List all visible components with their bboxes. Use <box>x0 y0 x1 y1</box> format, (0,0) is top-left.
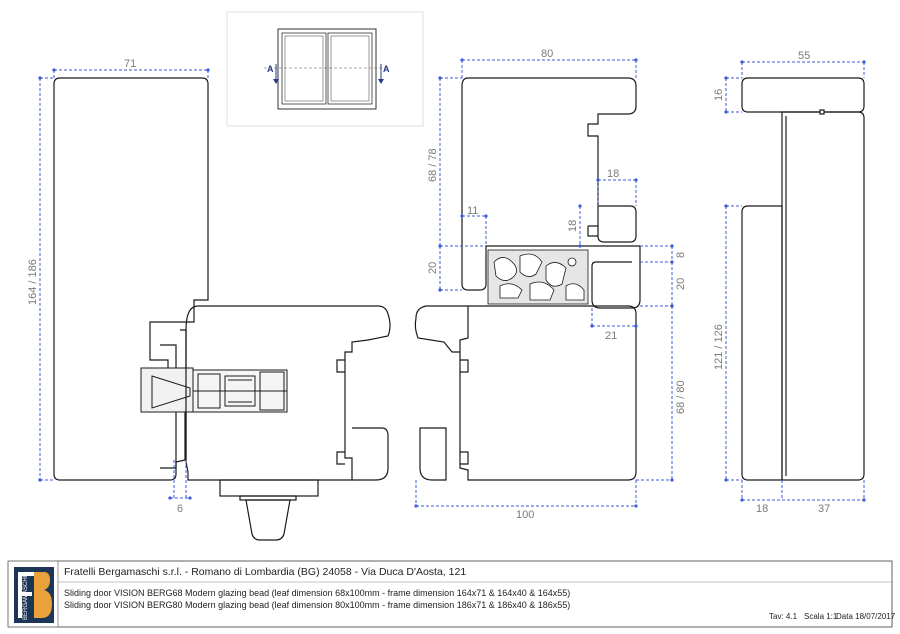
fb-monogram-logo-icon: BERGAMASCHI <box>14 567 54 623</box>
dim-gap: 6 <box>177 503 183 515</box>
dimension-labels: 71 164 / 186 6 100 80 68 / 78 11 18 18 2… <box>27 48 830 521</box>
dim-inner-20-right: 20 <box>675 278 687 290</box>
description-line-2: Sliding door VISION BERG80 Modern glazin… <box>64 600 571 610</box>
section-mark-right: A <box>383 64 390 74</box>
leaf-profile-center <box>185 305 391 541</box>
sheet-number: Tav: 4.1 <box>769 612 798 621</box>
dim-total-width: 100 <box>516 509 534 521</box>
dim-side-width: 55 <box>798 50 810 62</box>
elevation-inset: A A <box>226 11 424 127</box>
date-label: Data 18/07/2017 <box>836 612 896 621</box>
dim-side-16: 16 <box>713 89 725 101</box>
dim-inner-11: 11 <box>467 205 478 217</box>
dim-frame-width: 80 <box>541 48 553 60</box>
dim-inner-18-vert: 18 <box>567 220 579 232</box>
dim-inner-21: 21 <box>605 330 617 342</box>
dim-leaf-width: 71 <box>124 58 136 70</box>
leaf-section-left <box>53 77 209 481</box>
dim-side-18: 18 <box>756 503 768 515</box>
dim-leaf-height: 164 / 186 <box>27 259 39 305</box>
sliding-hardware <box>140 367 288 413</box>
logo-text: BERGAMASCHI <box>23 575 29 620</box>
description-line-1: Sliding door VISION BERG68 Modern glazin… <box>64 588 571 598</box>
dim-upper-height: 68 / 78 <box>427 148 439 182</box>
dim-side-height: 121 / 126 <box>713 324 725 370</box>
scale-label: Scala 1:1 <box>804 612 838 621</box>
dim-side-37: 37 <box>818 503 830 515</box>
dim-inner-20-left: 20 <box>427 262 439 274</box>
dim-inner-18-top: 18 <box>607 168 619 180</box>
side-frame-profile <box>741 77 865 481</box>
company-line: Fratelli Bergamaschi s.r.l. - Romano di … <box>64 566 467 578</box>
dimension-lines <box>38 58 866 508</box>
glazing-gasket <box>487 249 589 305</box>
frame-profile-right <box>414 77 641 481</box>
section-mark-left: A <box>267 64 274 74</box>
title-block <box>7 560 893 628</box>
dim-inner-8: 8 <box>675 252 687 258</box>
dim-lower-height: 68 / 80 <box>675 380 687 414</box>
